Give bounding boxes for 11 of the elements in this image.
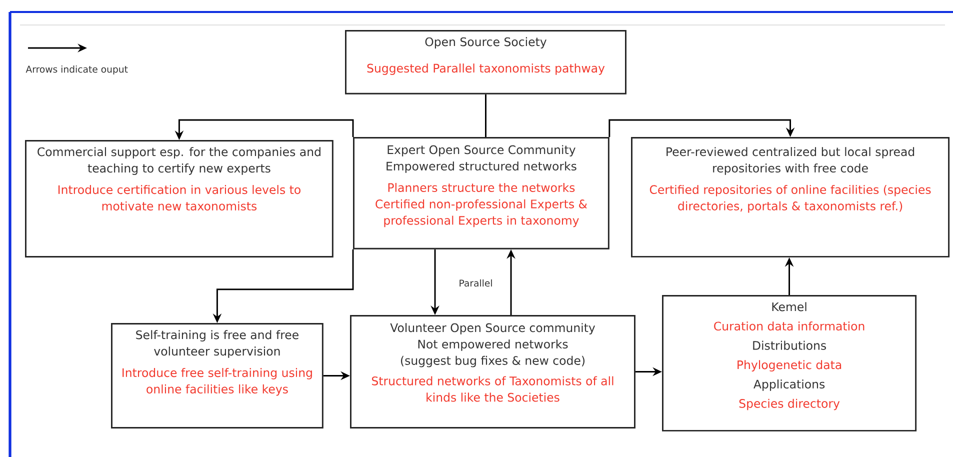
process-box: Peer-reviewed centralized but local spread repositories with free code Certified repositories of online facilities (species directories, portals & taxonomists ref.) <box>631 137 950 258</box>
process-box: Volunteer Open Source community Not empowered networks (suggest bug fixes & new code) Structured networks of Taxonomists of all kinds like the Societies <box>350 315 636 428</box>
annotation-text: Parallel <box>460 279 492 287</box>
legend-text: Arrows indicate ouput <box>26 65 128 75</box>
process-box: Expert Open Source Community Empowered structured networks Planners structure the networks Certified non-professional Experts & professional Experts in taxonomy <box>353 137 610 250</box>
connector-line <box>485 94 486 137</box>
process-box: Kemel Curation data information Distributions Phylogenetic data Applications Species directory <box>662 295 917 432</box>
process-box: Open Source Society Suggested Parallel taxonomists pathway <box>345 30 626 94</box>
process-box: Commercial support esp. for the companies and teaching to certify new experts Introduce certification in various levels to motivate new taxonomists <box>25 140 334 258</box>
process-box: Self-training is free and free volunteer supervision Introduce free self-training using online facilities like keys <box>111 323 324 428</box>
arrow <box>608 119 795 137</box>
